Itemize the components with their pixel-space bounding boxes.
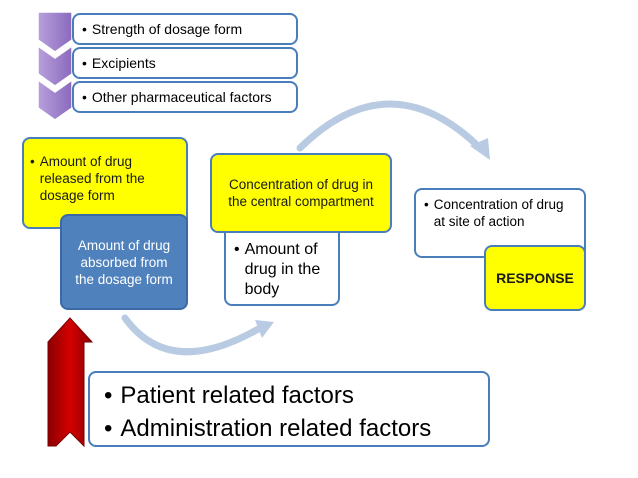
- curved-arrow-bottom-head: [255, 320, 274, 338]
- node-body-label: Amount of drug in the body: [244, 241, 321, 298]
- bottom-factors-box: • Patient related factors • Administrati…: [88, 371, 490, 447]
- node-released-label: Amount of drug released from the dosage …: [39, 154, 145, 203]
- curved-arrow-bottom: [121, 314, 264, 356]
- node-absorbed: Amount of drug absorbed from the dosage …: [60, 214, 188, 310]
- curved-arrow-top: [296, 100, 484, 152]
- factor-box-other: •Other pharmaceutical factors: [72, 81, 298, 113]
- factor-box-strength: •Strength of dosage form: [72, 13, 298, 45]
- node-central-label: Concentration of drug in the central com…: [228, 177, 374, 209]
- node-response: RESPONSE: [484, 245, 586, 311]
- factor-label: Other pharmaceutical factors: [91, 89, 272, 105]
- node-response-label: RESPONSE: [496, 269, 574, 286]
- factor-label: Strength of dosage form: [91, 21, 243, 37]
- bottom-factor-label: Administration related factors: [120, 415, 432, 442]
- curved-arrow-top-head: [470, 138, 490, 160]
- bottom-factor-item: • Administration related factors: [104, 412, 488, 445]
- factor-label: Excipients: [91, 55, 156, 71]
- node-absorbed-label: Amount of drug absorbed from the dosage …: [75, 237, 173, 287]
- node-central: Concentration of drug in the central com…: [210, 153, 392, 233]
- node-released: • Amount of drug released from the dosag…: [22, 137, 188, 229]
- bottom-factor-label: Patient related factors: [120, 382, 354, 409]
- factor-box-excipients: •Excipients: [72, 47, 298, 79]
- red-up-arrow: [47, 317, 94, 448]
- bottom-factor-item: • Patient related factors: [104, 379, 488, 412]
- node-site-label: Concentration of drug at site of action: [433, 197, 564, 229]
- chevron-1: [37, 11, 73, 53]
